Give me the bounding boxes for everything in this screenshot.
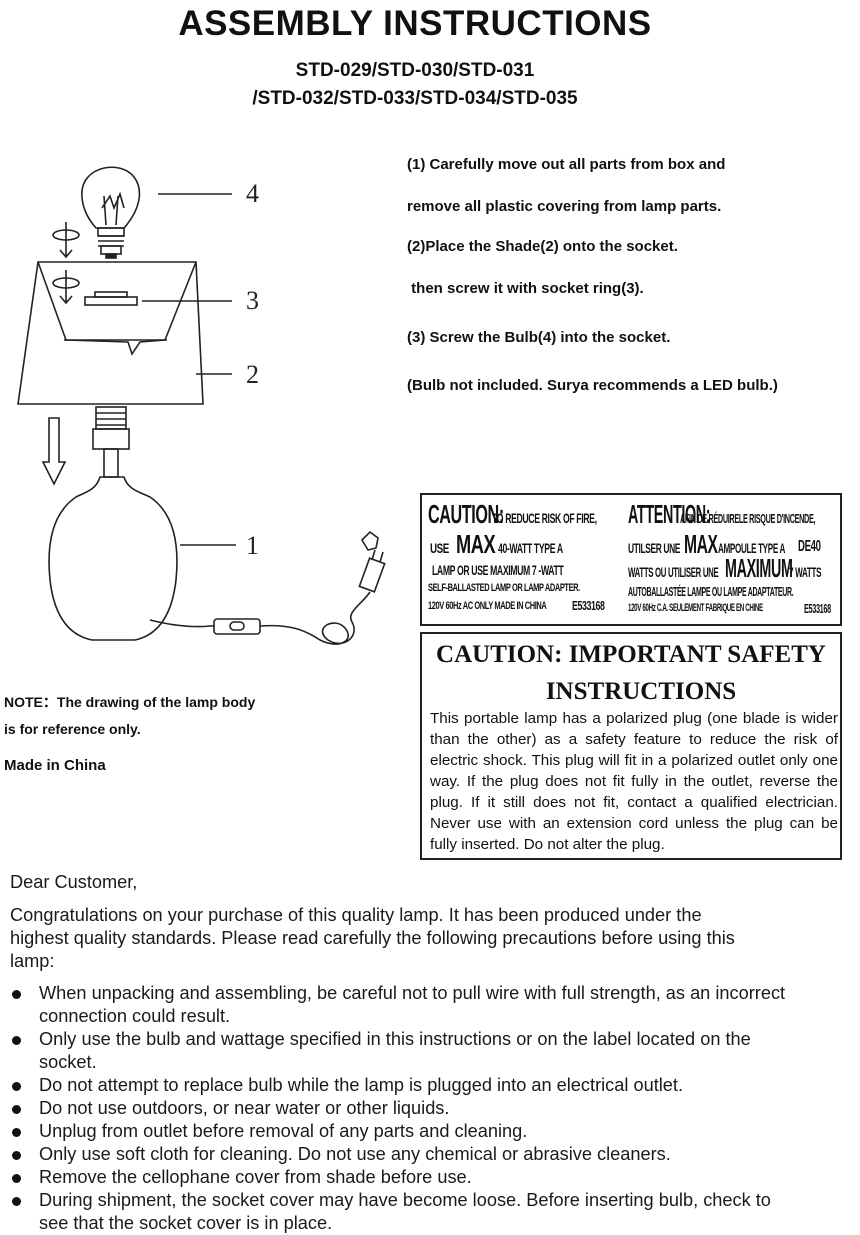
- bullet-icon: [12, 1036, 21, 1045]
- caution-code-fr: E533168: [804, 601, 831, 616]
- rotate-arrow-icon: [52, 270, 80, 305]
- bullet-icon: [12, 1151, 21, 1160]
- caution-line-4-fr: AUTOBALLASTÉE LAMPE OU LAMPE ADAPTATEUR.: [628, 584, 794, 599]
- intro-paragraph: Congratulations on your purchase of this…: [10, 905, 735, 971]
- step-1-line-1: (1) Carefully move out all parts from bo…: [407, 156, 726, 173]
- safety-title-line-2: INSTRUCTIONS: [545, 678, 737, 705]
- caution-label: CAUTION: TO REDUCE RISK OF FIRE, USE MAX…: [420, 493, 842, 626]
- caution-title-fr: ATTENTION:: [628, 499, 711, 529]
- caution-line-5-en: 120V 60Hz AC ONLY MADE IN CHINA: [428, 600, 547, 612]
- made-in-china: Made in China: [4, 757, 106, 774]
- caution-max-en: MAX: [456, 529, 496, 559]
- caution-line-1-fr: AFIN DE RÉDUIRELE RISQUE D'INCENDE,: [680, 511, 816, 526]
- down-arrow-icon: [41, 417, 67, 486]
- list-item: Unplug from outlet before removal of any…: [10, 1120, 799, 1143]
- model-numbers-line-1: STD-029/STD-030/STD-031: [295, 60, 535, 81]
- precautions-list: When unpacking and assembling, be carefu…: [10, 982, 810, 1235]
- safety-title-line-1: CAUTION: IMPORTANT SAFETY: [436, 641, 826, 668]
- bulb-illustration: [81, 166, 141, 259]
- caution-max-fr: MAX: [684, 529, 718, 559]
- greeting: Dear Customer,: [10, 872, 138, 892]
- step-2-line-2: then screw it with socket ring(3).: [407, 280, 644, 297]
- page-title: ASSEMBLY INSTRUCTIONS: [178, 4, 652, 43]
- lamp-base-illustration: [48, 476, 178, 641]
- caution-line-1-en: TO REDUCE RISK OF FIRE,: [492, 510, 597, 526]
- caution-code-en: E533168: [572, 598, 605, 613]
- list-item: Only use soft cloth for cleaning. Do not…: [10, 1143, 799, 1166]
- list-item: When unpacking and assembling, be carefu…: [10, 982, 799, 1028]
- caution-maximum-fr: MAXIMUM: [725, 553, 793, 583]
- power-cord-illustration: [149, 530, 386, 645]
- list-item: Do not use outdoors, or near water or ot…: [10, 1097, 799, 1120]
- list-item: Remove the cellophane cover from shade b…: [10, 1166, 799, 1189]
- socket-illustration: [92, 406, 130, 478]
- socket-ring-illustration: [84, 291, 138, 306]
- step-1-line-2: remove all plastic covering from lamp pa…: [407, 198, 722, 215]
- step-3: (3) Screw the Bulb(4) into the socket.: [407, 329, 671, 346]
- safety-body-text: This portable lamp has a polarized plug …: [430, 710, 838, 853]
- caution-use-en: USE: [430, 540, 449, 556]
- callout-2: 2: [246, 360, 259, 389]
- callout-1: 1: [246, 531, 259, 560]
- drawing-reference-note: NOTE：The drawing of the lamp body is for…: [4, 694, 256, 737]
- bullet-icon: [12, 990, 21, 999]
- bullet-icon: [12, 1105, 21, 1114]
- bulb-note: (Bulb not included. Surya recommends a L…: [407, 377, 778, 394]
- bullet-icon: [12, 1128, 21, 1137]
- lamp-assembly-diagram: 4 3 2 1: [17, 166, 386, 645]
- caution-7watts-fr: 7 WATTS: [789, 564, 822, 580]
- step-2-line-1: (2)Place the Shade(2) onto the socket.: [407, 238, 678, 255]
- caution-line-4-en: SELF-BALLASTED LAMP OR LAMP ADAPTER.: [428, 582, 580, 594]
- caution-line-5-fr: 120V 60Hz C.A. SEULEMENT FABRIQUE EN CHI…: [628, 602, 763, 614]
- list-item: Only use the bulb and wattage specified …: [10, 1028, 799, 1074]
- list-item: During shipment, the socket cover may ha…: [10, 1189, 799, 1235]
- caution-watt-en: 40-WATT TYPE A: [498, 540, 563, 556]
- list-item: Do not attempt to replace bulb while the…: [10, 1074, 799, 1097]
- callout-4: 4: [246, 179, 259, 208]
- bullet-icon: [12, 1174, 21, 1183]
- lampshade-illustration: [17, 261, 204, 405]
- caution-line-3-en: LAMP OR USE MAXIMUM 7 -WATT: [432, 562, 564, 578]
- model-numbers-line-2: /STD-032/STD-033/STD-034/STD-035: [252, 88, 578, 109]
- caution-de40-fr: DE40: [798, 538, 821, 555]
- rotate-arrow-icon: [52, 222, 80, 259]
- caution-utiliser-fr: UTILSER UNE: [628, 540, 681, 556]
- caution-watts-ou-fr: WATTS OU UTILISER UNE: [628, 564, 719, 580]
- bullet-icon: [12, 1082, 21, 1091]
- bullet-icon: [12, 1197, 21, 1206]
- caution-ampoule-fr: AMPOULE TYPE A: [718, 540, 786, 556]
- caution-title-en: CAUTION:: [428, 499, 504, 529]
- callout-3: 3: [246, 286, 259, 315]
- safety-instructions-box: CAUTION: IMPORTANT SAFETY INSTRUCTIONS T…: [420, 632, 842, 860]
- customer-letter: Dear Customer, Congratulations on your p…: [10, 872, 810, 1235]
